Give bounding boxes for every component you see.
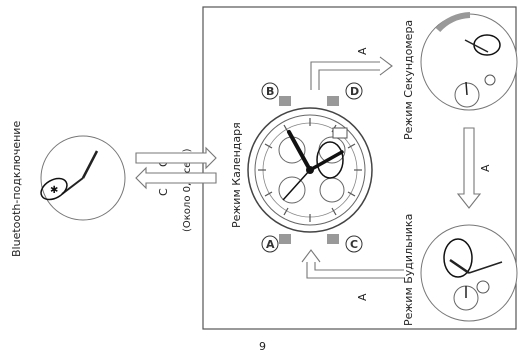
svg-text:D: D — [350, 85, 359, 98]
stopwatch-watch-illustration — [421, 14, 517, 110]
calendar-mode-label: Режим Календаря — [230, 122, 243, 228]
a-bottom-label: A — [356, 293, 369, 301]
stopwatch-mode-label: Режим Секундомера — [402, 20, 415, 140]
arrow-to-calendar — [136, 148, 216, 168]
button-b-label: B — [262, 83, 278, 99]
svg-text:B: B — [266, 85, 274, 98]
svg-text:C: C — [350, 238, 358, 251]
button-d-label: D — [346, 83, 362, 99]
bluetooth-watch-illustration: ✱ — [37, 136, 125, 220]
svg-text:✱: ✱ — [50, 185, 58, 196]
arrow-stopwatch-to-alarm — [458, 128, 480, 208]
main-watch-illustration — [248, 96, 372, 244]
alarm-watch-illustration — [421, 225, 517, 321]
bluetooth-label: Bluetooth-подключение — [10, 121, 23, 257]
a-top-label: A — [356, 47, 369, 55]
button-a-label: A — [262, 236, 278, 252]
button-c-label: C — [346, 236, 362, 252]
arrow-alarm-to-calendar — [302, 250, 404, 278]
svg-text:A: A — [266, 238, 275, 251]
a-right-label: A — [479, 164, 492, 172]
page-number: 9 — [259, 340, 266, 353]
c-from-bluetooth-label: C — [157, 188, 170, 196]
arrow-to-bluetooth — [136, 168, 216, 188]
